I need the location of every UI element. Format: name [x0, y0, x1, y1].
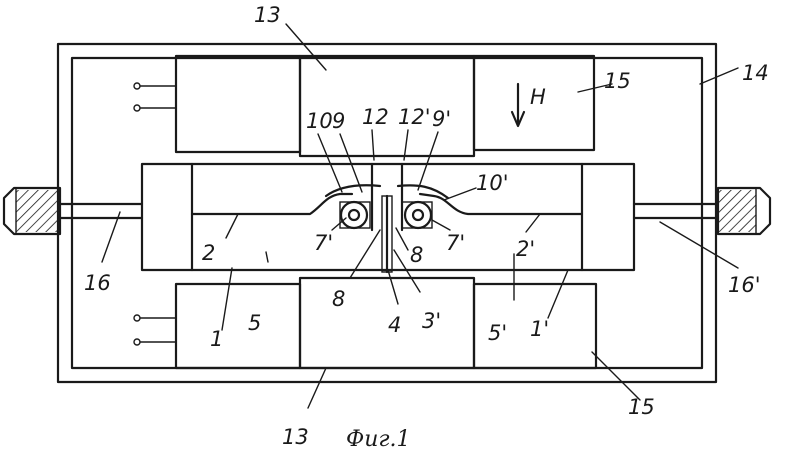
- label-15-bottom: 15: [628, 395, 655, 419]
- label-5: 5: [248, 311, 261, 335]
- label-10: 10: [306, 109, 333, 133]
- label-13-bottom: 13: [282, 425, 309, 449]
- label-4: 4: [388, 313, 401, 337]
- label-3p: 3': [422, 309, 441, 333]
- label-1: 1: [210, 327, 223, 351]
- label-7p: 7': [446, 231, 465, 255]
- label-5p: 5': [488, 321, 507, 345]
- label-13-top: 13: [254, 3, 281, 27]
- label-15-top: 15: [604, 69, 631, 93]
- label-14: 14: [742, 61, 769, 85]
- label-12p: 12': [398, 105, 431, 129]
- field-label: H: [530, 85, 546, 109]
- label-8b: 8: [332, 287, 345, 311]
- axles: [60, 204, 718, 218]
- label-10p: 10': [476, 171, 509, 195]
- right-end-cap: [718, 188, 770, 234]
- label-16p: 16': [728, 273, 761, 297]
- label-2: 2: [202, 241, 215, 265]
- field-arrow: [512, 84, 524, 126]
- label-2p: 2': [516, 237, 535, 261]
- label-9: 9: [332, 109, 345, 133]
- label-9p: 9': [432, 107, 451, 131]
- label-12: 12: [362, 105, 389, 129]
- figure-caption: Фиг.1: [346, 427, 411, 452]
- label-7: 7': [314, 231, 333, 255]
- terminal-pins: [134, 83, 176, 345]
- leader-lines: [102, 24, 738, 408]
- left-end-cap: [4, 188, 60, 234]
- label-8a: 8: [410, 243, 423, 267]
- label-16: 16: [84, 271, 111, 295]
- label-1p: 1': [530, 317, 549, 341]
